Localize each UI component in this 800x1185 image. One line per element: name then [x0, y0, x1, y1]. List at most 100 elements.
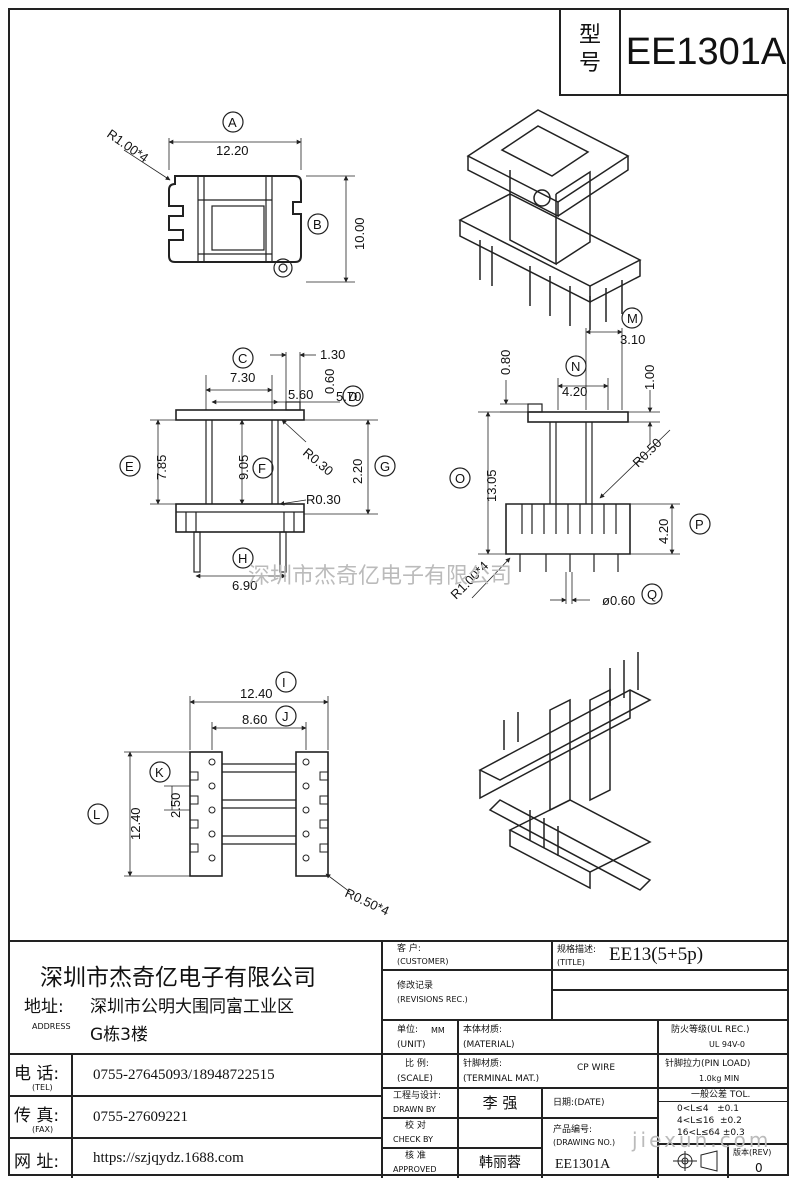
unit-cell: 单位: MM (UNIT) [382, 1020, 458, 1054]
material-en: (MATERIAL) [463, 1040, 515, 1050]
dim-c3: 5.60 [288, 387, 313, 402]
drawn-cell: 工程与设计: DRAWN BY [382, 1088, 458, 1118]
title-block: 深圳市杰奇亿电子有限公司 地址: 深圳市公明大围同富工业区 ADDRESS G栋… [10, 940, 787, 1178]
tel-label: 电 话: [14, 1064, 60, 1084]
dim-M-value: 3.10 [620, 332, 645, 347]
dim-E-value: 7.85 [154, 455, 169, 480]
tolerance-cell: 一般公差 TOL. 0<L≤4 ±0.1 4<L≤16 ±0.2 16<L≤64… [658, 1088, 787, 1144]
title-cell: 规格描述: (TITLE) EE13(5+5p) [552, 942, 787, 970]
check-en: CHECK BY [393, 1135, 433, 1144]
scale-cell: 比 例: (SCALE) [382, 1054, 458, 1088]
drawn-cn: 工程与设计: [393, 1091, 442, 1101]
dim-L-letter: L [93, 807, 100, 822]
address-line2: G栋3楼 [90, 1025, 148, 1045]
date-cn: 日期:(DATE) [553, 1098, 605, 1108]
approved-en: APPROVED [393, 1165, 437, 1174]
dim-H-letter: H [238, 551, 247, 566]
fax-value: 0755-27609221 [72, 1096, 382, 1138]
isometric-view-top [458, 109, 642, 330]
dim-I-value: 12.40 [240, 686, 273, 701]
drawn-en: DRAWN BY [393, 1105, 436, 1114]
dim-K-value: 2.50 [168, 793, 183, 818]
drawing-no-cell: 产品编号: (DRAWING NO.) EE1301A [542, 1118, 658, 1178]
dim-H-value: 6.90 [232, 578, 257, 593]
revisions-cn: 修改记录 [397, 981, 434, 991]
rev-label: 版本(REV) [733, 1148, 772, 1157]
dim-n3: 1.00 [642, 365, 657, 390]
front-view [119, 347, 396, 579]
dim-N-letter: N [571, 359, 580, 374]
model-number: EE1301A [625, 31, 787, 73]
unit-value: MM [431, 1026, 445, 1035]
dim-c4: 0.60 [322, 369, 337, 394]
dim-J-letter: J [282, 709, 289, 724]
dim-A-value: 12.20 [216, 143, 249, 158]
dim-M-letter: M [627, 311, 638, 326]
drawing-no-en: (DRAWING NO.) [553, 1138, 616, 1147]
tel-value: 0755-27645093/18948722515 [72, 1054, 382, 1096]
dim-D-value: 5.70 [336, 389, 361, 404]
dim-G-letter: G [380, 459, 390, 474]
fire-rating-cn: 防火等级(UL REC.) [671, 1025, 750, 1035]
dim-J-value: 8.60 [242, 712, 267, 727]
fire-rating-value: UL 94V-0 [709, 1040, 746, 1049]
fire-rating-cell: 防火等级(UL REC.) UL 94V-0 [658, 1020, 787, 1054]
address-en: ADDRESS [32, 1022, 71, 1031]
watermark-center: 深圳市杰奇亿电子有限公司 [248, 564, 513, 589]
dim-C-value: 7.30 [230, 370, 255, 385]
revisions-cell: 修改记录 (REVISIONS REC.) [382, 970, 552, 1020]
type-label-cell: 型 号 [561, 10, 621, 94]
web-value: https://szjqydz.1688.com [72, 1138, 382, 1178]
terminal-cn: 针脚材质: [463, 1059, 503, 1069]
unit-en: (UNIT) [397, 1040, 426, 1050]
dim-E-letter: E [125, 459, 134, 474]
customer-cell: 客 户: (CUSTOMER) [382, 942, 552, 970]
technical-drawing: A 12.20 R1.00*4 B 10.00 C 7.30 1.30 5.60… [87, 109, 711, 919]
fax-label-cell: 传 真: (FAX) [10, 1096, 72, 1138]
title-en: (TITLE) [557, 958, 585, 967]
dim-B-letter: B [313, 217, 322, 232]
revisions-row-2 [552, 990, 787, 1020]
dim-B-value: 10.00 [352, 217, 367, 250]
pin-load-cn: 针脚拉力(PIN LOAD) [665, 1059, 751, 1069]
bottom-view [87, 671, 351, 893]
tolerance-2: 4<L≤16 ±0.2 [677, 1116, 742, 1126]
rev-cell: 版本(REV) 0 [728, 1144, 787, 1178]
address-line1: 深圳市公明大围同富工业区 [90, 997, 294, 1017]
dim-N-value: 4.20 [562, 384, 587, 399]
drawing-no-cn: 产品编号: [553, 1125, 593, 1135]
dim-O-value: 13.05 [484, 469, 499, 502]
address-label: 地址: [24, 997, 64, 1017]
dim-r050b: R0.50*4 [343, 885, 392, 918]
projection-symbol-cell [658, 1144, 728, 1178]
scale-cn: 比 例: [405, 1059, 429, 1069]
type-label-1: 型 [578, 23, 601, 48]
terminal-value: CP WIRE [577, 1063, 616, 1073]
scale-en: (SCALE) [397, 1074, 433, 1084]
dim-C-letter: C [238, 351, 247, 366]
type-label-2: 号 [578, 51, 601, 76]
unit-cn: 单位: [397, 1025, 419, 1035]
web-label-cell: 网 址: [10, 1138, 72, 1178]
check-cn: 校 对 [405, 1121, 426, 1131]
dim-A-letter: A [228, 115, 237, 130]
drawing-sheet: 型 号 EE1301A [8, 8, 789, 1178]
revisions-row-1 [552, 970, 787, 990]
customer-en: (CUSTOMER) [397, 957, 449, 966]
check-value [458, 1118, 542, 1148]
dim-c2: 1.30 [320, 347, 345, 362]
dim-I-letter: I [282, 675, 286, 690]
approved-cell: 核 准 APPROVED [382, 1148, 458, 1178]
company-info: 深圳市杰奇亿电子有限公司 地址: 深圳市公明大围同富工业区 ADDRESS G栋… [10, 942, 382, 1054]
dim-P-value: 4.20 [656, 519, 671, 544]
dim-r-top: R1.00*4 [104, 126, 151, 165]
isometric-view-bottom [478, 652, 652, 891]
watermark-corner: jiexun.com [632, 1128, 772, 1152]
model-box: 型 号 EE1301A [559, 10, 789, 96]
top-view [123, 111, 355, 283]
dim-K-letter: K [155, 765, 164, 780]
dim-r030a: R0.30 [300, 445, 336, 479]
dim-O-letter: O [455, 471, 465, 486]
material-cell: 本体材质: (MATERIAL) [458, 1020, 658, 1054]
dim-r030b: R0.30 [306, 492, 341, 507]
